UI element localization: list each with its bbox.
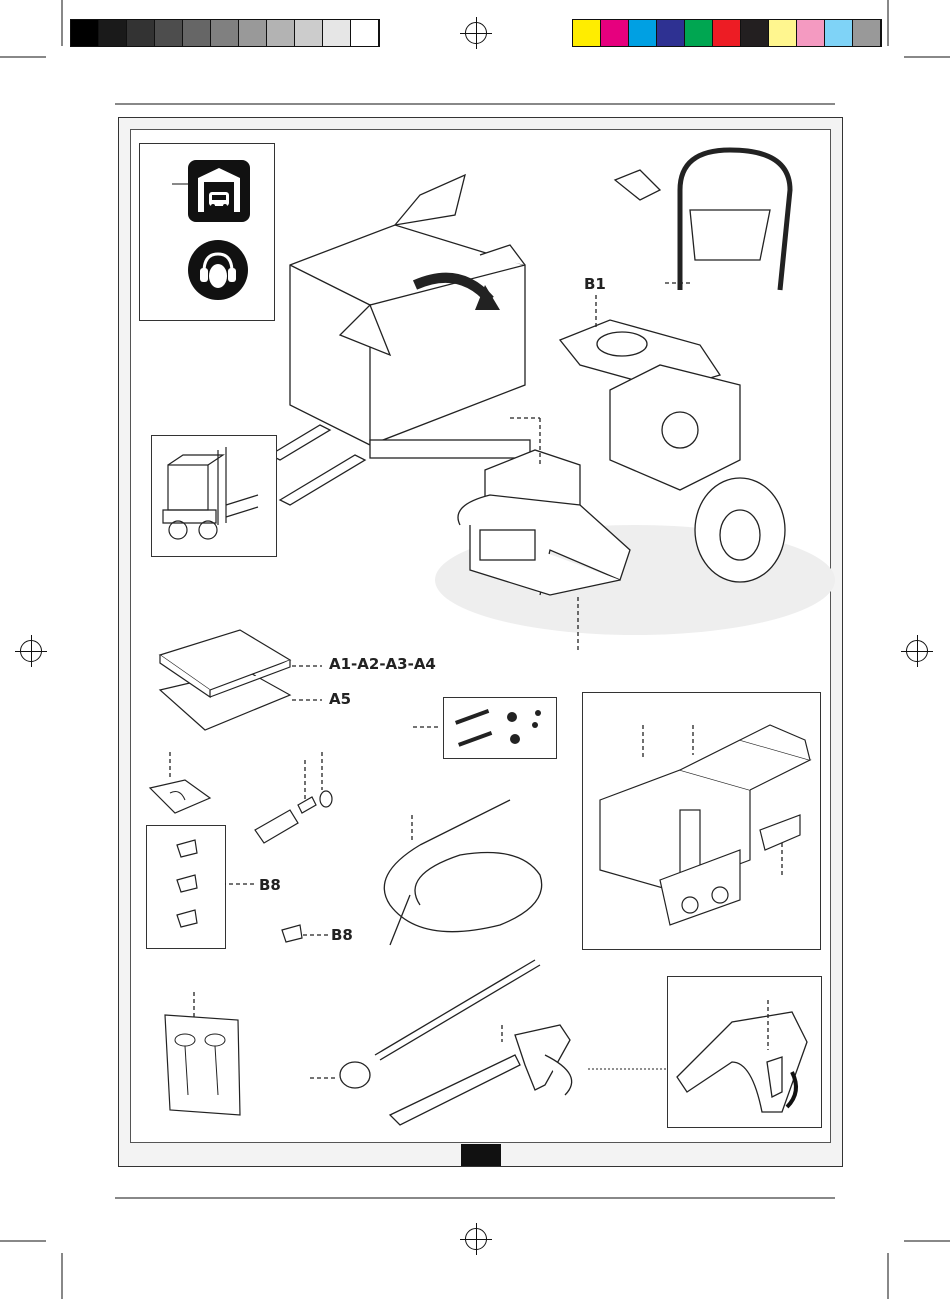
dashed-arrows — [0, 0, 950, 1299]
